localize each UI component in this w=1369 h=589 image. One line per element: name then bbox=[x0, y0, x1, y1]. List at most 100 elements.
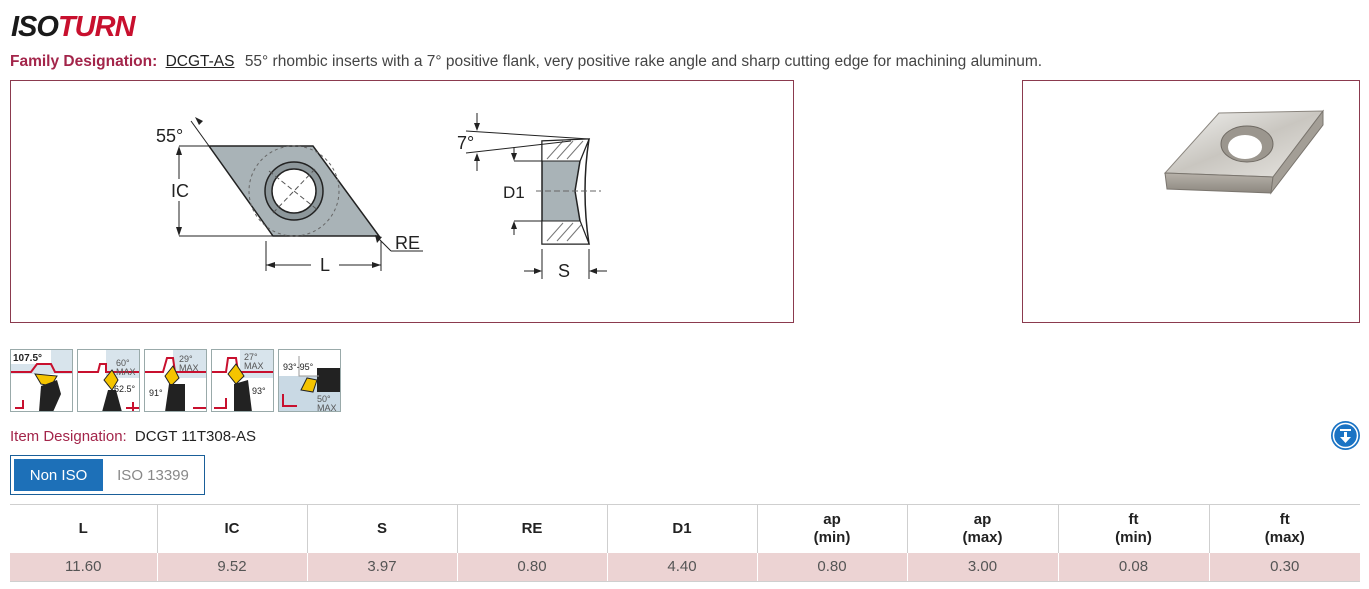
table-cell-ft-max: 0.30 bbox=[1208, 552, 1360, 582]
application-extra-5: MAX bbox=[317, 403, 337, 412]
specification-table: L IC S RE D1 ap(min) ap(max) ft(min) ft(… bbox=[10, 504, 1360, 582]
application-icon-4[interactable]: 27° MAX 93° bbox=[211, 349, 274, 412]
s-arrow-right bbox=[589, 268, 597, 274]
column-header-ic-label: IC bbox=[224, 519, 240, 537]
ic-arrow-top bbox=[176, 146, 182, 155]
brand-logo-part2: TURN bbox=[57, 11, 136, 43]
item-value: DCGT 11T308-AS bbox=[134, 428, 257, 445]
d1-arrow-bottom bbox=[511, 221, 517, 229]
column-header-ap-max-label: ap bbox=[973, 510, 992, 528]
column-header-ft-min-label: ft bbox=[1128, 510, 1139, 528]
table-cell-ft-min: 0.08 bbox=[1057, 552, 1209, 582]
inscribed-circle bbox=[248, 145, 340, 237]
application-max-4: MAX bbox=[244, 361, 264, 371]
family-label: Family Designation: bbox=[10, 53, 158, 70]
angle-7-arrow-bottom bbox=[474, 153, 480, 161]
l-arrow-right bbox=[372, 262, 381, 268]
insert-photo bbox=[1022, 80, 1360, 323]
brand-logo: ISOTURN bbox=[11, 11, 136, 43]
column-header-l: L bbox=[10, 504, 157, 553]
ic-arrow-bottom bbox=[176, 227, 182, 236]
d1-label: D1 bbox=[503, 183, 525, 202]
angle-7-line2 bbox=[465, 140, 572, 154]
table-cell-s: 3.97 bbox=[306, 552, 457, 582]
column-header-re: RE bbox=[456, 504, 607, 553]
application-icon-5-graphic: 93°-95° 50° MAX bbox=[279, 350, 340, 412]
column-header-ic: IC bbox=[156, 504, 307, 553]
column-header-d1: D1 bbox=[606, 504, 757, 553]
item-label: Item Designation: bbox=[10, 428, 127, 445]
family-code-link[interactable]: DCGT-AS bbox=[165, 53, 235, 70]
table-cell-ic: 9.52 bbox=[156, 552, 307, 582]
application-icon-2[interactable]: 60° MAX 62.5° bbox=[77, 349, 140, 412]
item-designation: Item Designation: DCGT 11T308-AS bbox=[10, 427, 256, 447]
re-arrow bbox=[375, 235, 382, 243]
ic-label: IC bbox=[171, 181, 189, 201]
d1-arrow-top bbox=[511, 153, 517, 161]
application-extra-2: 62.5° bbox=[114, 384, 136, 394]
column-header-l-label: L bbox=[78, 519, 88, 537]
download-button[interactable] bbox=[1331, 421, 1360, 450]
toggle-iso-13399[interactable]: ISO 13399 bbox=[117, 466, 189, 484]
angle-7-label: 7° bbox=[457, 133, 474, 153]
column-header-d1-label: D1 bbox=[672, 519, 692, 537]
technical-drawing: IC 55° RE L 7° bbox=[156, 113, 607, 281]
re-label: RE bbox=[395, 233, 420, 253]
angle-7-arrow-top bbox=[474, 123, 480, 131]
s-arrow-left bbox=[534, 268, 542, 274]
column-header-s: S bbox=[306, 504, 457, 553]
application-max-5: 50° bbox=[317, 394, 331, 404]
insert-dimension-diagram: IC 55° RE L 7° bbox=[10, 80, 794, 323]
application-icon-1-graphic: 107.5° bbox=[11, 350, 72, 411]
application-extra-4: 93° bbox=[252, 386, 266, 396]
column-header-ap-max: ap(max) bbox=[906, 504, 1058, 553]
application-angle-5: 93°-95° bbox=[283, 362, 314, 372]
application-angle-2: 60° bbox=[116, 358, 130, 368]
column-header-ft-min-sub: (min) bbox=[1115, 528, 1152, 546]
s-label: S bbox=[558, 261, 570, 281]
l-arrow-left bbox=[266, 262, 275, 268]
application-icon-4-graphic: 27° MAX 93° bbox=[212, 350, 273, 411]
column-header-ap-max-sub: (max) bbox=[962, 528, 1003, 546]
table-header-row: L IC S RE D1 ap(min) ap(max) ft(min) ft(… bbox=[10, 504, 1360, 553]
brand-logo-part1: ISO bbox=[11, 11, 59, 43]
application-max-2: MAX bbox=[116, 367, 136, 377]
application-max-3: MAX bbox=[179, 363, 199, 373]
family-description: 55° rhombic inserts with a 7° positive f… bbox=[244, 53, 1043, 70]
column-header-ft-max-label: ft bbox=[1279, 510, 1290, 528]
insert-photo-image bbox=[1163, 109, 1325, 195]
angle-55-label: 55° bbox=[156, 126, 183, 146]
application-extra-3: 91° bbox=[149, 388, 163, 398]
column-header-ap-min: ap(min) bbox=[756, 504, 907, 553]
application-icons: 107.5° 60° MAX 62.5° 29° MAX 91° bbox=[10, 349, 341, 412]
application-angle-3: 29° bbox=[179, 354, 193, 364]
standard-toggle: Non ISO ISO 13399 bbox=[10, 455, 205, 495]
angle-55-line bbox=[190, 120, 210, 147]
table-cell-re: 0.80 bbox=[456, 552, 607, 582]
column-header-ap-min-label: ap bbox=[823, 510, 841, 528]
toggle-non-iso[interactable]: Non ISO bbox=[14, 459, 103, 491]
table-row: 11.60 9.52 3.97 0.80 4.40 0.80 3.00 0.08… bbox=[10, 552, 1360, 582]
center-line bbox=[272, 168, 316, 214]
application-icon-3-graphic: 29° MAX 91° bbox=[145, 350, 206, 411]
ic-label-bg bbox=[169, 179, 191, 201]
column-header-ft-max-sub: (max) bbox=[1264, 528, 1305, 546]
angle-7-line1 bbox=[465, 130, 590, 140]
family-designation: Family Designation: DCGT-AS 55° rhombic … bbox=[10, 52, 1042, 72]
hatching bbox=[546, 140, 584, 242]
table-cell-l: 11.60 bbox=[10, 552, 157, 582]
center-line-2 bbox=[268, 170, 320, 212]
table-cell-ap-max: 3.00 bbox=[906, 552, 1058, 582]
application-angle-4: 27° bbox=[244, 352, 258, 362]
column-header-re-label: RE bbox=[521, 519, 543, 537]
angle-55-arrow bbox=[195, 117, 203, 125]
table-cell-ap-min: 0.80 bbox=[756, 552, 907, 582]
application-icon-2-graphic: 60° MAX 62.5° bbox=[78, 350, 139, 411]
application-icon-3[interactable]: 29° MAX 91° bbox=[144, 349, 207, 412]
application-angle-1: 107.5° bbox=[13, 353, 42, 364]
application-icon-5[interactable]: 93°-95° 50° MAX bbox=[278, 349, 341, 412]
column-header-s-label: S bbox=[376, 519, 387, 537]
table-cell-d1: 4.40 bbox=[606, 552, 757, 582]
application-icon-1[interactable]: 107.5° bbox=[10, 349, 73, 412]
column-header-ft-max: ft(max) bbox=[1208, 504, 1360, 553]
